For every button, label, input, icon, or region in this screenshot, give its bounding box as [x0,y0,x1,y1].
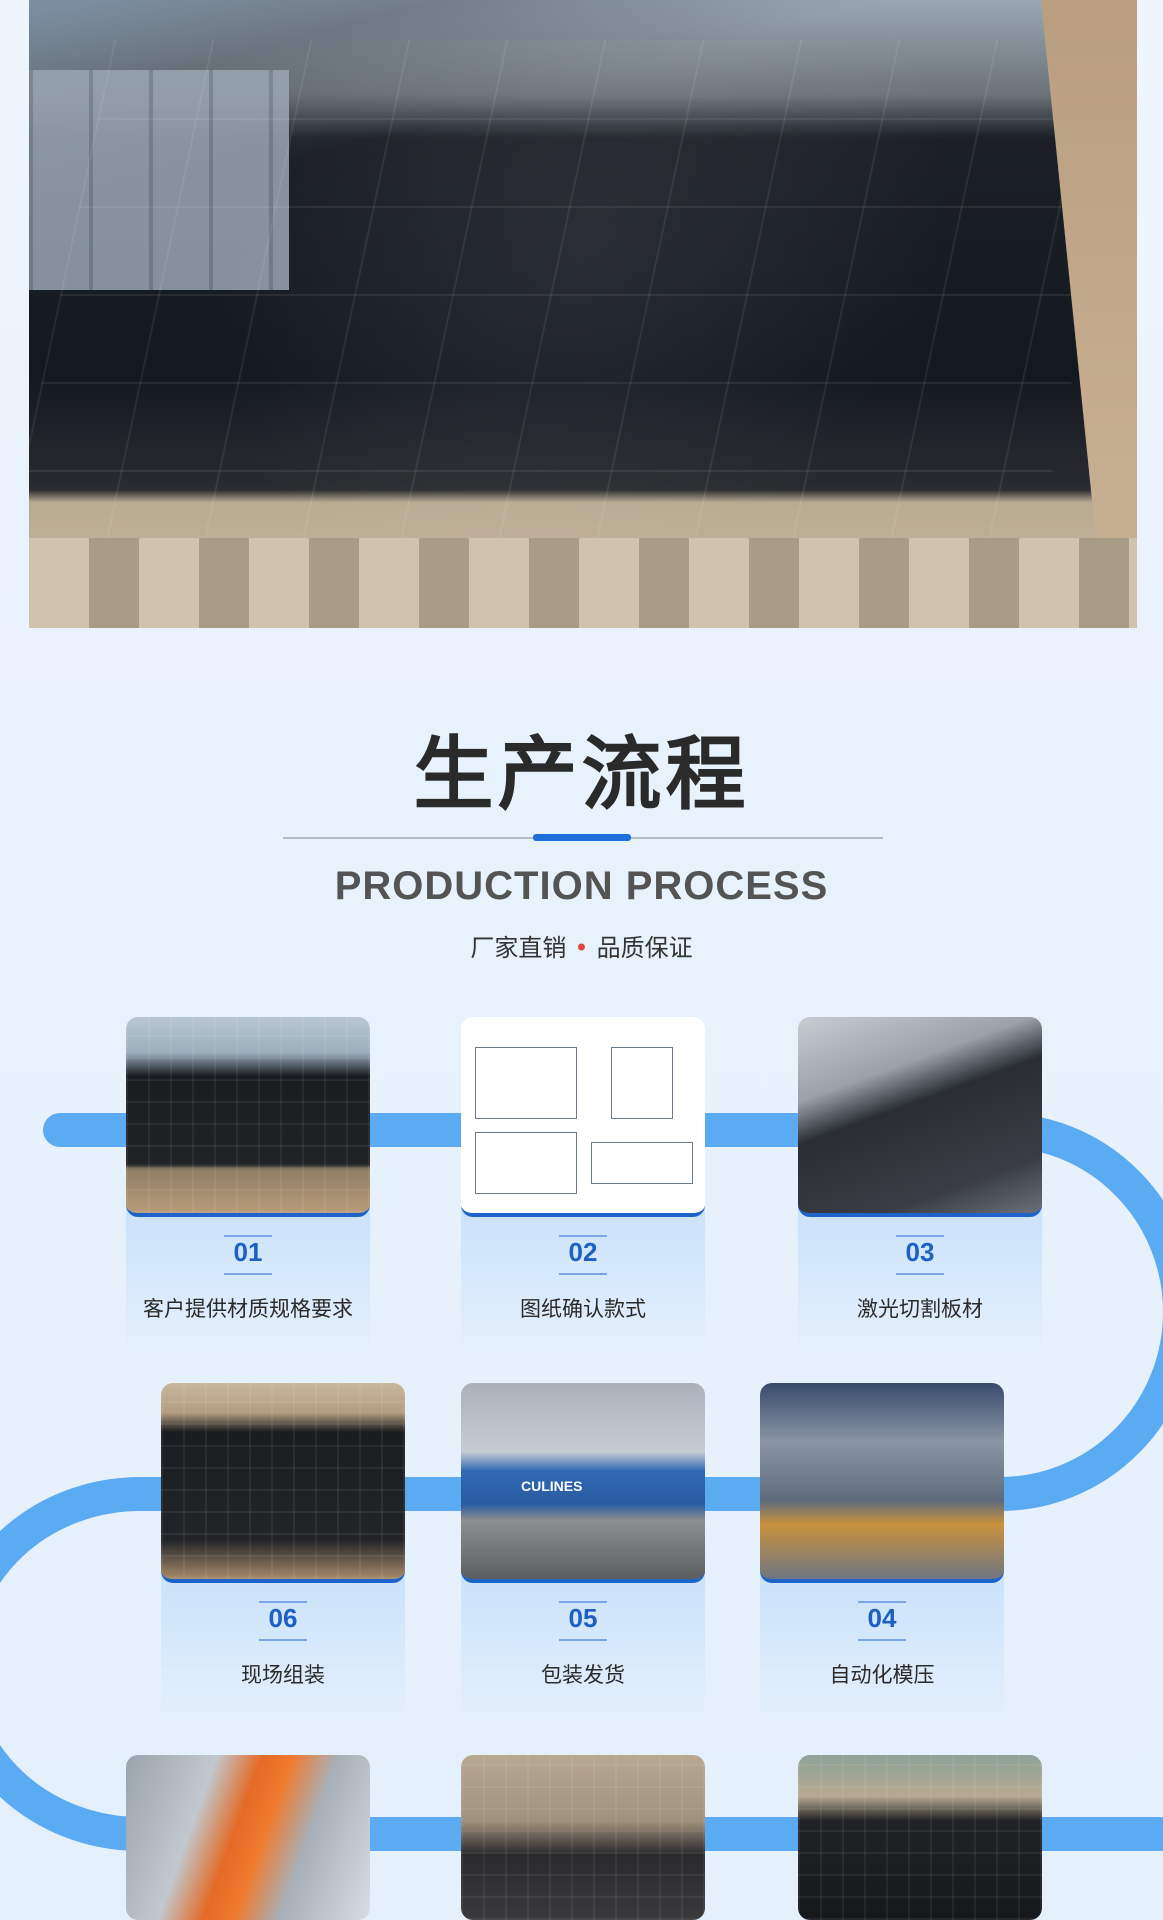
fence [29,70,289,290]
step-photo-04 [760,1383,1004,1583]
step-card-02: 02 图纸确认款式 [461,1017,705,1357]
truck-brand-text: CULINES [521,1478,583,1494]
step-card-09 [798,1755,1042,1920]
step-photo-08 [461,1755,705,1920]
step-label-06: 现场组装 [241,1663,325,1687]
step-number-01: 01 [233,1237,263,1267]
concrete-foundation [29,538,1137,628]
step-photo-01 [126,1017,370,1217]
step-card-03: 03 激光切割板材 [798,1017,1042,1357]
step-photo-07 [126,1755,370,1920]
step-photo-03 [798,1017,1042,1217]
step-card-04: 04 自动化模压 [760,1383,1004,1723]
step-number-02: 02 [568,1237,598,1267]
hero-photo-water-tank [29,0,1137,628]
step-label-01: 客户提供材质规格要求 [143,1297,353,1321]
step-card-01: 01 客户提供材质规格要求 [126,1017,370,1357]
step-photo-09 [798,1755,1042,1920]
step-label-04: 自动化模压 [829,1663,935,1687]
step-card-08 [461,1755,705,1920]
step-photo-02-drawing [461,1017,705,1217]
step-number-06: 06 [268,1603,298,1633]
tagline-dot: • [574,934,589,962]
section-title: 生产流程 [413,728,750,821]
step-photo-05-truck: CULINES [461,1383,705,1583]
tagline: 厂家直销•品质保证 [0,928,1163,963]
step-label-02: 图纸确认款式 [520,1297,646,1321]
tagline-right: 品质保证 [596,934,693,962]
step-label-05: 包装发货 [541,1663,625,1687]
step-number-05: 05 [568,1603,598,1633]
section-subtitle: PRODUCTION PROCESS [334,864,829,908]
step-number-04: 04 [867,1603,897,1633]
tagline-left: 厂家直销 [470,934,567,962]
step-card-07 [126,1755,370,1920]
step-photo-06 [161,1383,405,1583]
step-card-05: CULINES 05 包装发货 [461,1383,705,1723]
step-number-03: 03 [905,1237,935,1267]
step-label-03: 激光切割板材 [857,1297,983,1321]
step-card-06: 06 现场组装 [161,1383,405,1723]
title-divider-accent [533,834,631,841]
